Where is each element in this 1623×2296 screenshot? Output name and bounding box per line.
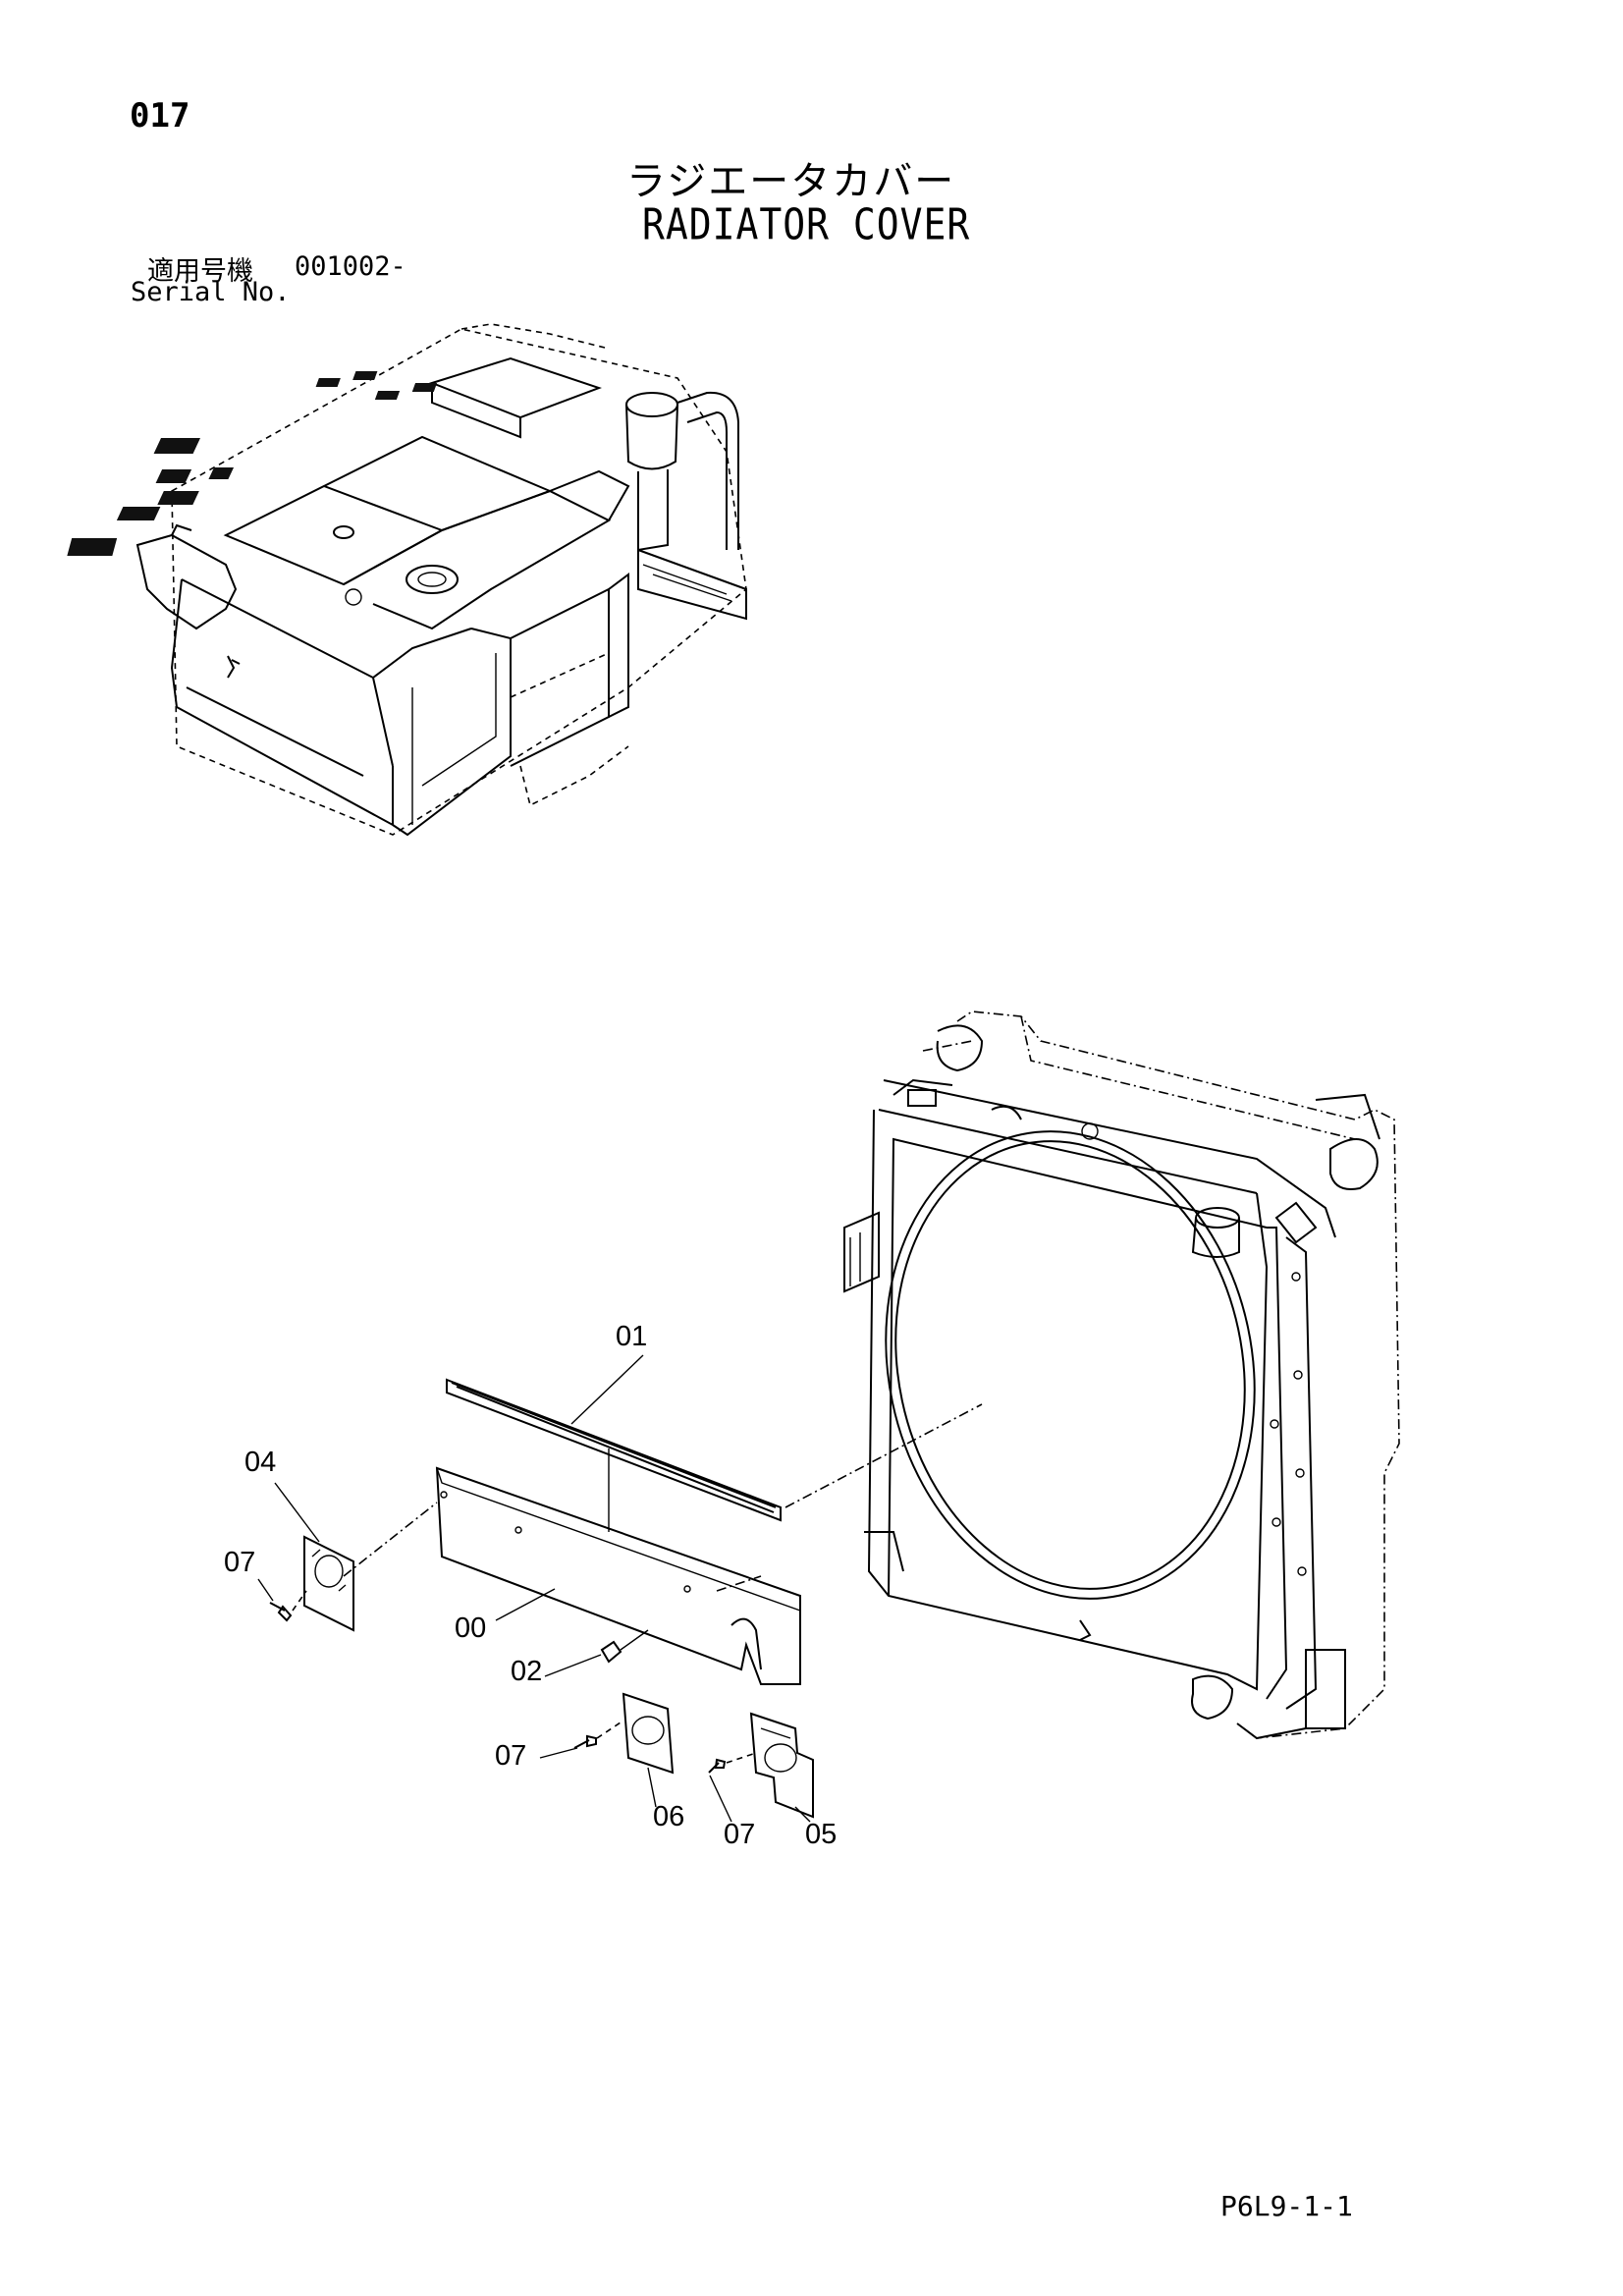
serial-label-japanese: 適用号機 bbox=[147, 256, 253, 287]
title-english: RADIATOR COVER bbox=[642, 199, 971, 249]
part-05-bracket bbox=[749, 1712, 814, 1819]
part-01-seal bbox=[446, 1378, 782, 1522]
callout-07: 07 bbox=[224, 1547, 256, 1578]
part-06-plate bbox=[622, 1692, 675, 1775]
machine-overview-drawing bbox=[67, 323, 747, 837]
leader-lines bbox=[257, 1354, 811, 1823]
callout-01: 01 bbox=[616, 1321, 648, 1352]
document-code: P6L9-1-1 bbox=[1220, 2190, 1353, 2222]
callout-07: 07 bbox=[495, 1740, 527, 1772]
serial-value: 001002- bbox=[295, 251, 406, 282]
callout-04: 04 bbox=[244, 1447, 277, 1478]
callout-05: 05 bbox=[805, 1819, 838, 1850]
radiator-assembly-drawing bbox=[843, 1011, 1400, 1740]
callout-06: 06 bbox=[653, 1801, 685, 1832]
callout-00: 00 bbox=[455, 1613, 487, 1644]
part-02-clip bbox=[600, 1640, 622, 1664]
callout-02: 02 bbox=[511, 1656, 543, 1687]
title-japanese: ラジエータカバー bbox=[626, 159, 956, 204]
serial-label-english: Serial No. bbox=[131, 277, 291, 307]
cover-parts-drawing bbox=[269, 1378, 983, 1819]
callout-07: 07 bbox=[724, 1819, 756, 1850]
page-number: 017 bbox=[130, 96, 190, 136]
part-04-plate bbox=[303, 1535, 354, 1632]
